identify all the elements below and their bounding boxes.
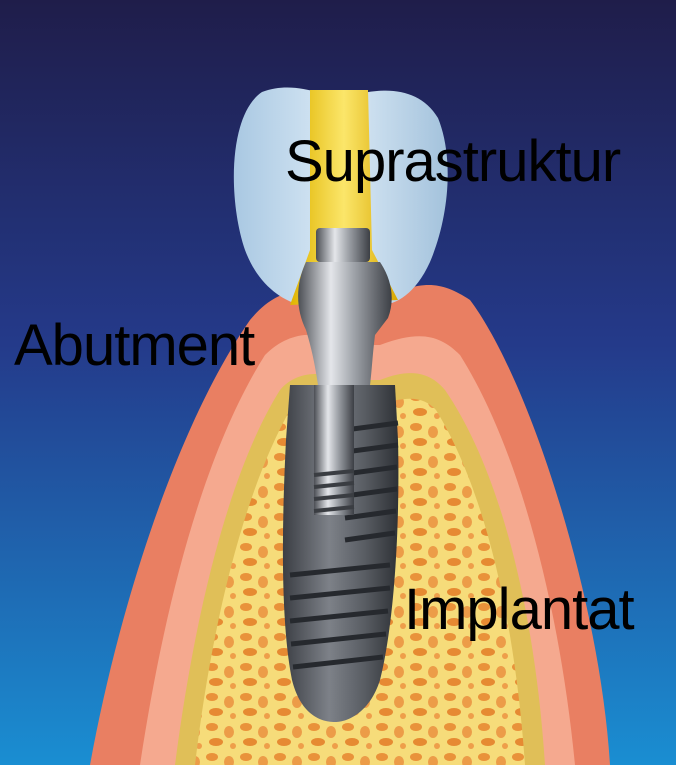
label-suprastruktur: Suprastruktur <box>285 133 620 191</box>
label-abutment: Abutment <box>14 317 254 375</box>
label-implantat: Implantat <box>404 581 634 639</box>
abutment-top <box>316 228 370 262</box>
